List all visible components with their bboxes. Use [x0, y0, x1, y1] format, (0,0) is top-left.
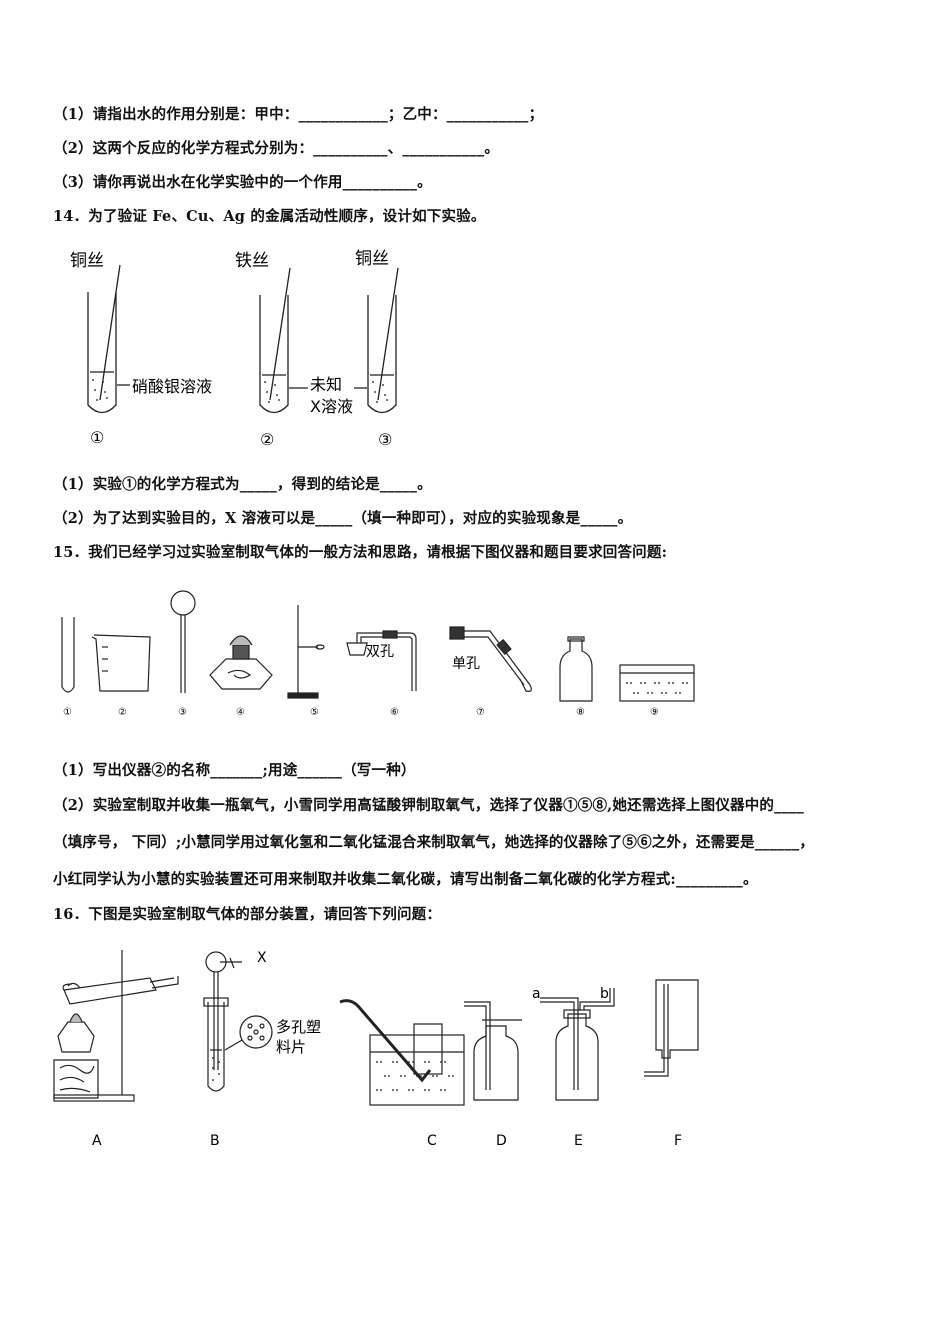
apparatus-c-trough [369, 1034, 465, 1106]
apparatus-a-lamp [57, 1021, 95, 1053]
apparatus-e-bottle [555, 1013, 599, 1101]
q15-stem: 15．我们已经学习过实验室制取气体的一般方法和思路，请根据下图仪器和题目要求回答… [53, 544, 668, 561]
instrument-number-1: ① [63, 707, 72, 718]
gas-jar [559, 638, 593, 702]
porous-plate-label-1: 多孔塑 [276, 1018, 321, 1036]
tube1-solution-label: 硝酸银溶液 [132, 377, 212, 396]
copper-wire-2 [377, 267, 399, 401]
apparatus-label-c: C [427, 1133, 437, 1149]
tube1-wire-label: 铜丝 [70, 251, 104, 271]
instrument-number-4: ④ [236, 707, 245, 718]
q14-sub2: （2）为了达到实验目的，X 溶液可以是_____（填一种即可），对应的实验现象是… [53, 510, 633, 527]
q15-sub2-line2: （填序号， 下同）;小慧同学用过氧化氢和二氧化锰混合来制取氧气，她选择的仪器除了… [53, 834, 815, 851]
instrument-number-6: ⑥ [390, 707, 399, 718]
q13-sub3: （3）请你再说出水在化学实验中的一个作用__________。 [53, 174, 432, 191]
apparatus-label-d: D [496, 1133, 507, 1149]
separatory-funnel [170, 590, 196, 616]
q14-figure: 铜丝 硝酸银溶液 ① 铁丝 ② 未知 X溶液 铜丝 ③ [70, 249, 399, 449]
tube2-wire-label: 铁丝 [235, 251, 269, 271]
alcohol-lamp [209, 658, 273, 690]
q16-figure: X 多孔塑 料片 a b A B C D E F [53, 950, 699, 1149]
test-tube-2 [259, 295, 289, 414]
apparatus-b-tube [207, 1002, 225, 1092]
double-hole-label: 双孔 [366, 644, 394, 660]
q15-sub1: （1）写出仪器②的名称_______;用途______（写一种） [53, 762, 416, 779]
test-tube-3 [367, 295, 397, 414]
porous-plate-label-2: 料片 [276, 1038, 306, 1056]
apparatus-label-f: F [674, 1133, 682, 1149]
single-hole-label: 单孔 [452, 656, 480, 672]
apparatus-f-bottle [655, 979, 699, 1059]
q15-figure: 双孔 单孔 ① ② ③ ④ ⑤ ⑥ ⑦ ⑧ ⑨ [61, 590, 695, 718]
q16-stem: 16．下图是实验室制取气体的部分装置，请回答下列问题： [53, 906, 442, 923]
q14-sub1: （1）实验①的化学方程式为_____，得到的结论是_____。 [53, 476, 432, 493]
apparatus-label-e: E [574, 1133, 583, 1149]
apparatus-d-jar [473, 1025, 519, 1101]
tube1-number: ① [90, 428, 104, 447]
beaker [91, 634, 151, 692]
valve-x-label: X [257, 950, 267, 966]
apparatus-label-a: A [92, 1133, 102, 1149]
single-hole-stopper [449, 626, 465, 640]
tube3-number: ③ [378, 430, 392, 449]
q13-sub1: （1）请指出水的作用分别是：甲中：____________；乙中：_______… [53, 106, 544, 123]
port-b-label: b [600, 986, 609, 1002]
tube3-wire-label: 铜丝 [355, 249, 389, 269]
port-a-label: a [532, 986, 541, 1002]
iron-wire [269, 267, 291, 401]
q15-sub2-line1: （2）实验室制取并收集一瓶氧气，小雪同学用高锰酸钾制取氧气，选择了仪器①⑤⑧,她… [53, 797, 804, 814]
instrument-number-2: ② [118, 707, 127, 718]
porous-plate-icon [239, 1015, 273, 1049]
double-hole-stopper [346, 642, 368, 656]
instrument-number-7: ⑦ [476, 707, 485, 718]
tube2-number: ② [260, 430, 274, 449]
instrument-number-5: ⑤ [310, 707, 319, 718]
q15-sub2-line3: 小红同学认为小慧的实验装置还可用来制取并收集二氧化碳，请写出制备二氧化碳的化学方… [53, 871, 758, 888]
test-tube [61, 617, 75, 693]
instrument-number-8: ⑧ [576, 707, 585, 718]
unknown-line1: 未知 [310, 375, 342, 394]
q13-sub2: （2）这两个反应的化学方程式分别为：__________、___________… [53, 140, 500, 157]
q14-stem: 14．为了验证 Fe、Cu、Ag 的金属活动性顺序，设计如下实验。 [53, 208, 486, 225]
apparatus-label-b: B [210, 1133, 220, 1149]
unknown-line2: X溶液 [310, 397, 353, 416]
apparatus-c-bottle [413, 1023, 443, 1075]
test-tube-1 [87, 292, 117, 414]
instrument-number-3: ③ [178, 707, 187, 718]
copper-wire-1 [99, 264, 121, 401]
water-trough [619, 664, 695, 702]
instrument-number-9: ⑨ [650, 707, 659, 718]
apparatus-a-test-tube [63, 977, 157, 1005]
